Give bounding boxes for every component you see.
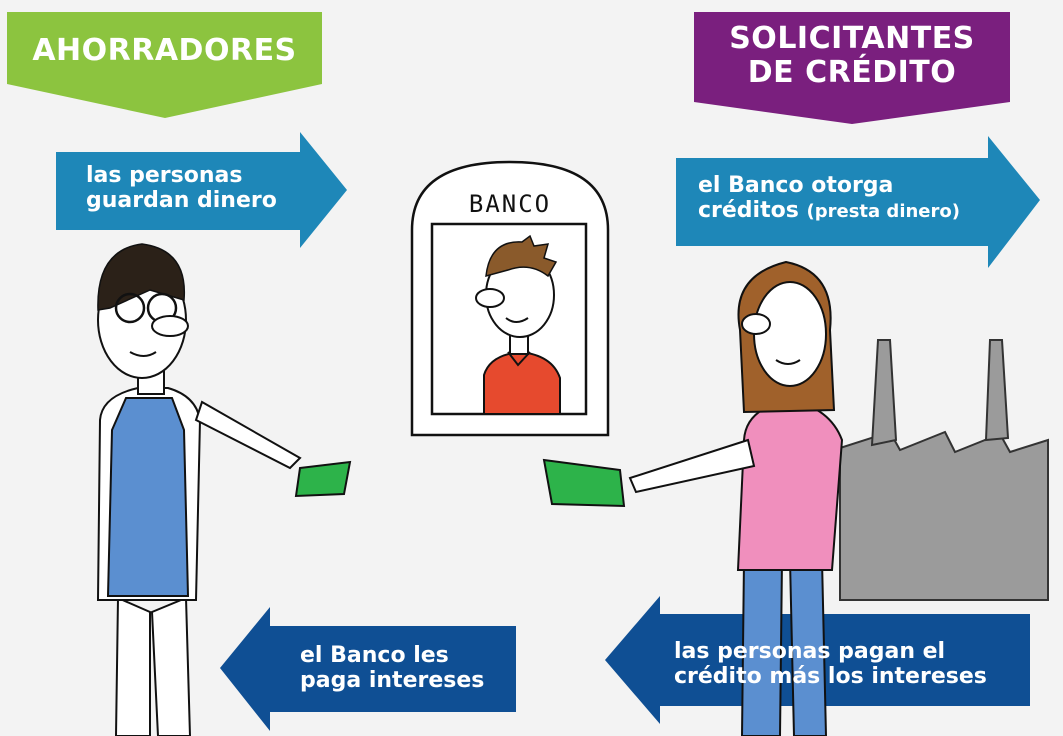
borrowers-header-line2: DE CRÉDITO <box>747 54 957 90</box>
saver-man <box>96 243 352 736</box>
savers-header-banner <box>7 12 322 118</box>
bottom-left-line2: paga intereses <box>300 667 485 693</box>
bottom-right-line2: crédito más los intereses <box>674 663 987 689</box>
top-right-arrow-text: el Banco otorga créditos (presta dinero) <box>698 173 998 224</box>
top-right-line2-wrap: créditos (presta dinero) <box>698 197 998 224</box>
top-right-line2: créditos <box>698 197 799 223</box>
bottom-left-line1: el Banco les <box>300 643 449 668</box>
bottom-left-arrow-text: el Banco les paga intereses <box>300 643 510 693</box>
bottom-right-line1: las personas pagan el <box>674 639 946 664</box>
borrowers-header-banner <box>694 12 1010 124</box>
top-left-arrow <box>56 132 347 248</box>
top-right-line2-small: (presta dinero) <box>806 200 960 222</box>
top-left-line1: las personas <box>86 163 243 188</box>
top-left-line2: guardan dinero <box>86 187 277 213</box>
apron <box>106 397 190 597</box>
bank-sign: BANCO <box>468 190 552 218</box>
borrowers-header-line1: SOLICITANTES <box>729 21 975 56</box>
money-borrower <box>542 458 626 508</box>
borrower-woman <box>542 260 844 736</box>
savers-header-title: AHORRADORES <box>32 33 297 68</box>
bottom-left-arrow <box>220 607 516 731</box>
bottom-right-arrow-text: las personas pagan el crédito más los in… <box>674 639 1024 689</box>
money-saver <box>294 460 352 498</box>
bank-building <box>410 160 610 437</box>
top-left-arrow-text: las personas guardan dinero <box>86 163 306 213</box>
factory <box>839 339 1049 601</box>
top-right-arrow <box>676 136 1040 268</box>
banker-figure <box>475 234 561 415</box>
borrowers-header-title: SOLICITANTES DE CRÉDITO <box>694 22 1010 89</box>
top-right-line1: el Banco otorga <box>698 173 894 198</box>
